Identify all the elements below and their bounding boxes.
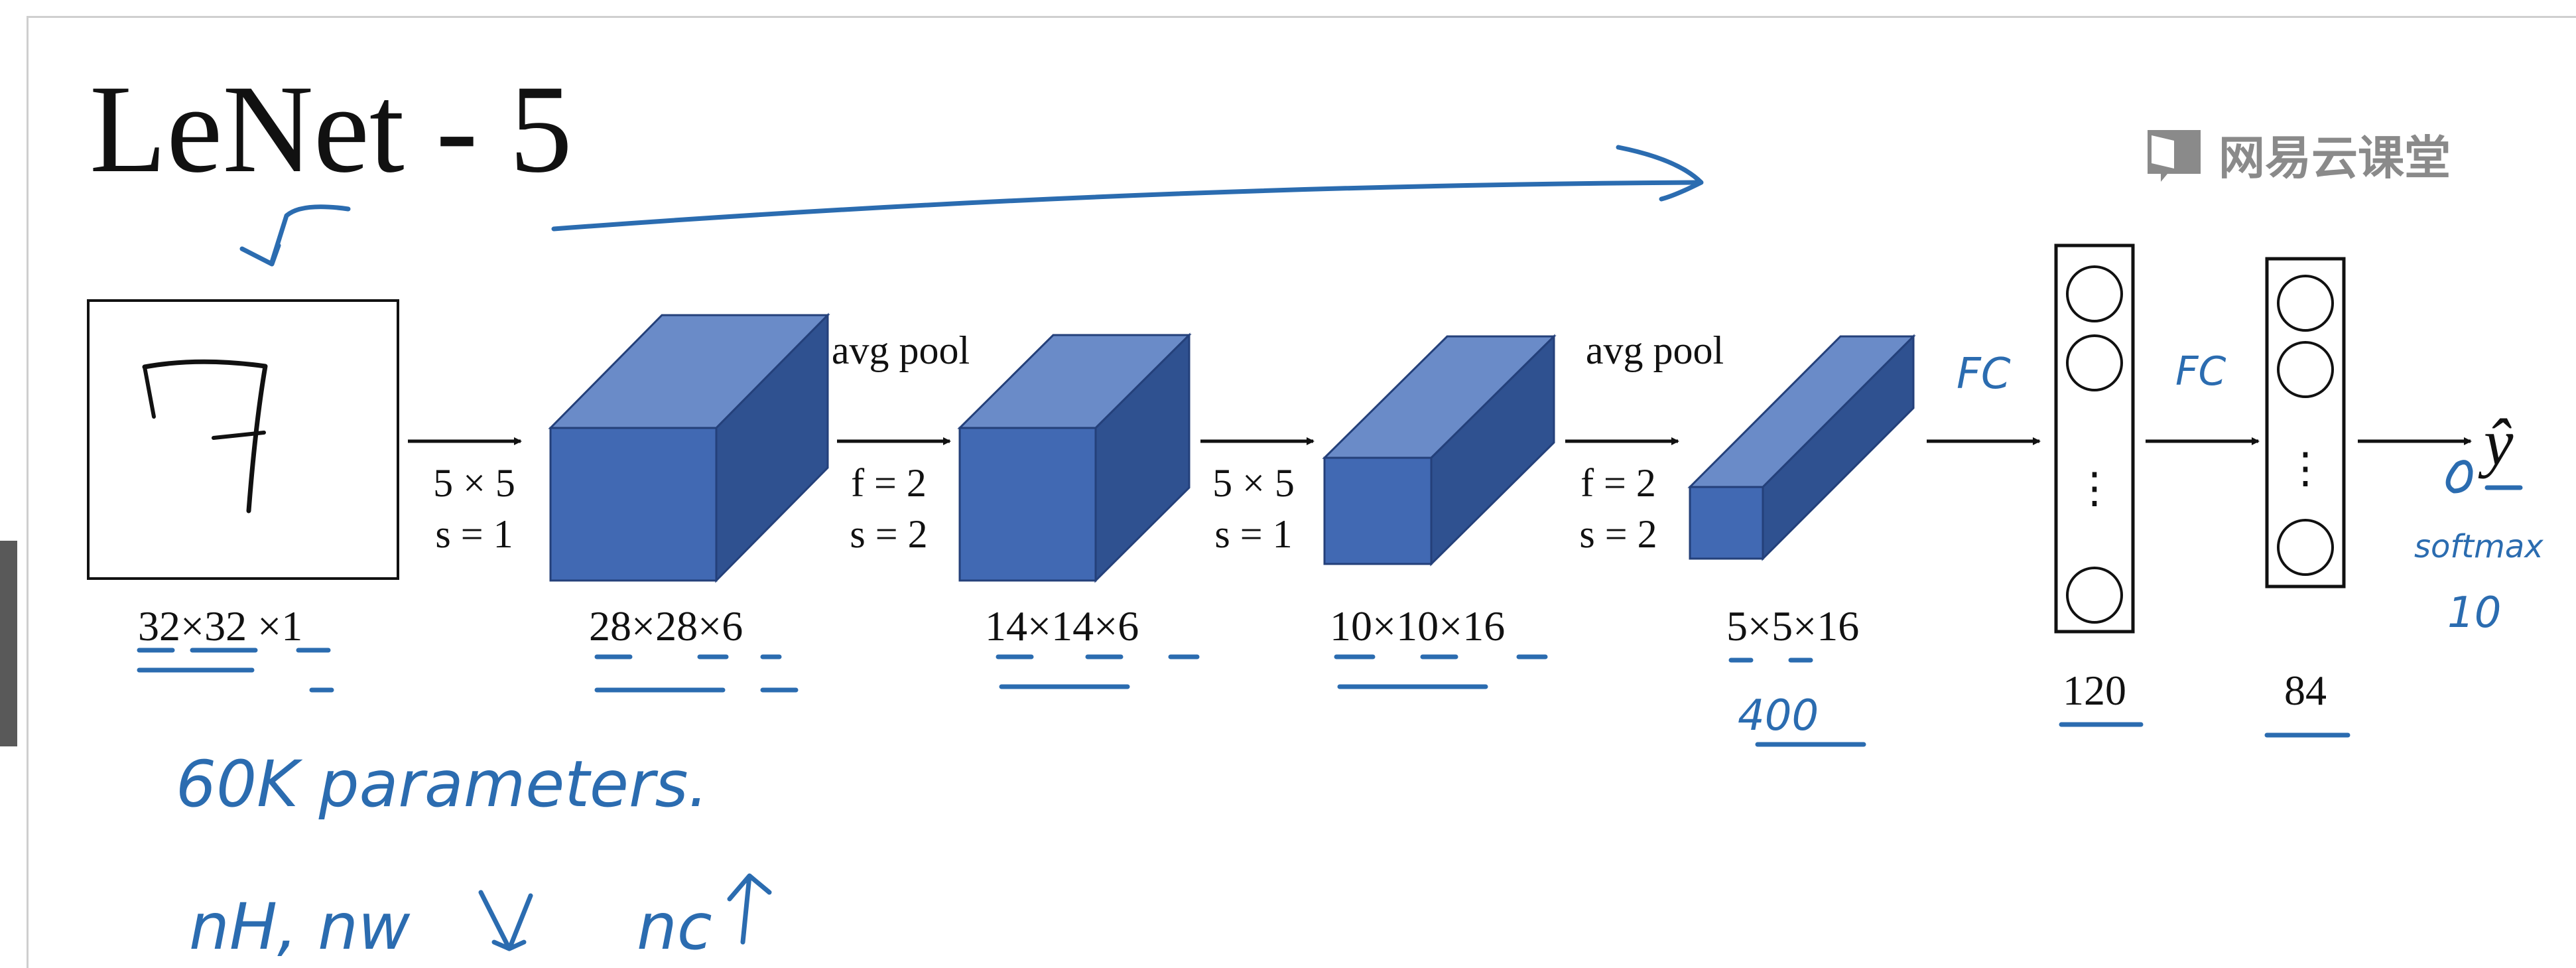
ink-up-arrow: [727, 873, 772, 945]
fc-layer-120: ⋮: [2054, 243, 2135, 634]
input-image: [87, 299, 399, 580]
fc-120-size: 120: [2063, 667, 2126, 714]
ink-params: 60K parameters.: [176, 747, 708, 821]
fc-84-size: 84: [2284, 667, 2327, 714]
neuron: [2066, 265, 2123, 322]
ink-softmax: softmax: [2414, 528, 2544, 565]
neuron: [2277, 341, 2334, 398]
fc-layer-84: ⋮: [2265, 257, 2346, 588]
op-3-line1: 5 × 5: [1212, 461, 1295, 505]
ink-400: 400: [1738, 691, 1819, 740]
neuron: [2277, 519, 2334, 576]
volume-2-dims: 14×14×6: [985, 602, 1139, 650]
op-2-header: avg pool: [832, 328, 970, 372]
ink-nh-nw: nH, nw: [189, 890, 411, 964]
op-3-line2: s = 1: [1214, 512, 1292, 556]
op-2-line1: f = 2: [851, 461, 927, 505]
ink-softmax-10: 10: [2447, 588, 2501, 638]
neuron: [2277, 275, 2334, 332]
ink-down-mark: [239, 204, 351, 267]
ink-long-arrow: [551, 180, 1701, 232]
ink-down-arrow: [478, 890, 533, 951]
handwritten-annotations: 400 FC FC softmax 10 60K parameters. nH,…: [137, 145, 2544, 964]
page-title: LeNet - 5: [90, 60, 572, 199]
op-1-line2: s = 1: [435, 512, 513, 556]
op-4-line2: s = 2: [1579, 512, 1657, 556]
slide-frame: [27, 16, 2576, 968]
watermark-text: 网易云课堂: [2219, 131, 2451, 185]
volume-3-dims: 10×10×16: [1330, 602, 1505, 650]
neuron: [2066, 334, 2123, 391]
volume-1-dims: 28×28×6: [589, 602, 743, 650]
ink-nc: nc: [637, 890, 712, 964]
volume-4: [1687, 334, 1916, 561]
watermark: 网易云课堂: [2148, 130, 2451, 185]
volume-3: [1322, 334, 1557, 567]
volume-4-dims: 5×5×16: [1726, 602, 1859, 650]
handwritten-seven: [142, 359, 268, 514]
op-2-line2: s = 2: [850, 512, 927, 556]
input-dims: 32×32 ×1: [138, 602, 302, 650]
volume-2: [957, 332, 1192, 583]
ink-fc-2: FC: [2175, 348, 2226, 395]
book-icon: [2148, 130, 2201, 182]
op-1-line1: 5 × 5: [433, 461, 515, 505]
fc-84-ellipsis: ⋮: [2284, 445, 2327, 492]
volume-1: [548, 312, 830, 583]
output-yhat: ŷ: [2478, 405, 2514, 479]
op-4-header: avg pool: [1586, 328, 1724, 372]
neuron: [2066, 567, 2123, 624]
ink-output-zero: [2445, 460, 2523, 494]
ink-fc-1: FC: [1957, 350, 2011, 399]
fc-120-ellipsis: ⋮: [2073, 464, 2116, 512]
side-scroll-tab[interactable]: [0, 541, 17, 746]
op-4-line1: f = 2: [1580, 461, 1656, 505]
